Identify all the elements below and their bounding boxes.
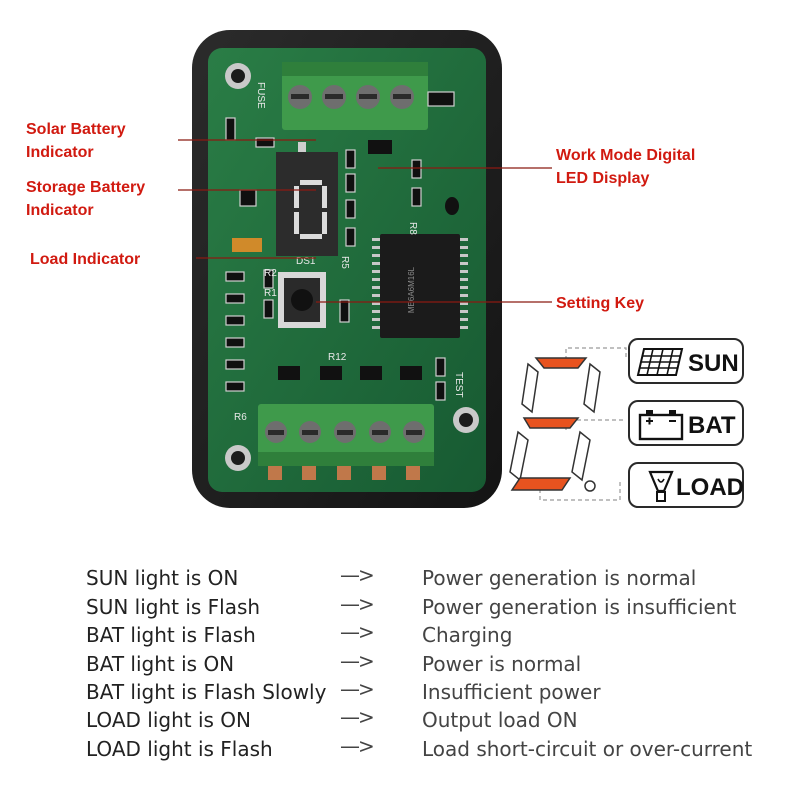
bat-indicator: BAT — [628, 400, 744, 446]
legend-meaning: Charging — [422, 623, 513, 647]
legend-meaning: Insufficient power — [422, 680, 601, 704]
callout-work-mode-line2: LED Display — [556, 170, 650, 187]
load-label: LOAD — [676, 474, 744, 501]
callout-setting-key: Setting Key — [556, 295, 645, 312]
callout-work-mode-line1: Work Mode Digital — [556, 147, 696, 164]
legend-condition: SUN light is ON — [86, 566, 239, 590]
legend-arrow: —> — [340, 592, 375, 616]
light-bulb-icon — [648, 470, 674, 502]
legend-arrow: —> — [340, 705, 375, 729]
silk-fuse: FUSE — [255, 82, 266, 109]
sun-indicator: SUN — [628, 338, 744, 384]
legend-meaning: Power generation is normal — [422, 566, 697, 590]
legend-arrow: —> — [340, 563, 375, 587]
legend-meaning: Load short-circuit or over-current — [422, 737, 753, 761]
silk-r1: R1 — [264, 288, 277, 299]
callout-load-indicator: Load Indicator — [30, 251, 141, 268]
bat-label: BAT — [688, 412, 736, 439]
smd-components — [225, 91, 455, 401]
silk-r12: R12 — [328, 352, 347, 363]
silk-r2: R2 — [264, 268, 277, 279]
chip-marking: ME6A6M16L — [407, 266, 416, 313]
legend-meaning: Power generation is insufficient — [422, 595, 737, 619]
transistors — [278, 140, 422, 380]
top-terminal-block — [282, 62, 428, 130]
legend-condition: BAT light is ON — [86, 652, 235, 676]
legend-arrow: —> — [340, 677, 375, 701]
legend-arrow: —> — [340, 649, 375, 673]
legend-meaning: Output load ON — [422, 708, 578, 732]
battery-icon — [638, 410, 684, 441]
silk-r8: R8 — [407, 222, 418, 235]
silk-test: TEST — [453, 372, 464, 398]
callout-solar-battery-line2: Indicator — [26, 144, 94, 161]
legend-condition: LOAD light is ON — [86, 708, 251, 732]
silk-r6: R6 — [234, 412, 247, 423]
callout-storage-battery: Storage Battery Indicator — [26, 176, 145, 222]
legend-meaning: Power is normal — [422, 652, 582, 676]
silk-r5: R5 — [339, 256, 350, 269]
silk-ds1: DS1 — [296, 256, 316, 267]
sun-label: SUN — [688, 350, 739, 377]
pcb-microcontroller: ME6A6M16L — [372, 234, 468, 338]
load-indicator: LOAD — [628, 462, 744, 508]
pcb-setting-key — [278, 272, 326, 328]
callout-lines — [178, 139, 552, 303]
pcb-seven-segment-display — [276, 142, 338, 256]
callout-storage-battery-line1: Storage Battery — [26, 179, 146, 196]
bottom-terminal-block — [258, 404, 434, 480]
legend-condition: LOAD light is Flash — [86, 737, 273, 761]
legend-arrow: —> — [340, 620, 375, 644]
indicator-seven-segment — [509, 357, 601, 492]
callout-solar-battery-line1: Solar Battery — [26, 121, 126, 138]
solar-panel-icon — [636, 348, 684, 376]
callout-work-mode: Work Mode Digital LED Display — [556, 144, 695, 190]
legend-arrow: —> — [340, 734, 375, 758]
mounting-holes — [225, 63, 479, 471]
legend-condition: BAT light is Flash — [86, 623, 256, 647]
callout-storage-battery-line2: Indicator — [26, 202, 94, 219]
callout-solar-battery: Solar Battery Indicator — [26, 118, 126, 164]
legend-condition: BAT light is Flash Slowly — [86, 680, 327, 704]
indicator-diagram — [509, 347, 627, 501]
tantalum-capacitor — [232, 238, 262, 252]
legend-condition: SUN light is Flash — [86, 595, 261, 619]
sensor — [445, 197, 459, 215]
